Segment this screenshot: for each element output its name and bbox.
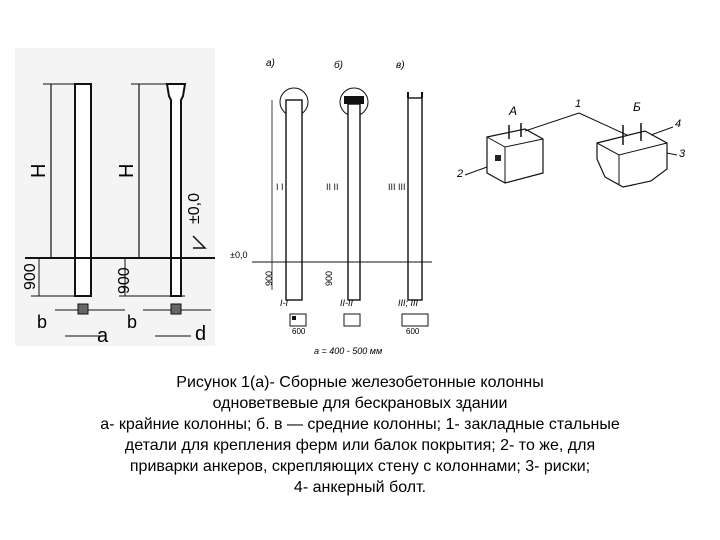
paper-background <box>15 48 215 346</box>
label-3: 3 <box>679 148 686 160</box>
section-label-1: I-I <box>280 298 288 308</box>
embedded-parts-drawing: А Б 1 2 3 4 <box>456 98 686 188</box>
label-a: А <box>508 104 517 118</box>
dim-900-b: 900 <box>324 271 334 286</box>
section-b1-right: b <box>127 312 137 332</box>
section-label-3: III; III <box>398 298 419 308</box>
zero-level-left: ±0,0 <box>186 193 203 224</box>
column-variant-a <box>285 99 303 301</box>
dim-h-right: H <box>116 164 138 178</box>
embedded-block-a <box>486 128 544 184</box>
dimension-formula: a = 400 - 500 мм <box>314 346 382 356</box>
dim-h-left: H <box>28 164 50 178</box>
column-left <box>74 83 92 297</box>
variant-v-label: в) <box>396 60 405 71</box>
section-label-2: II-II <box>340 298 353 308</box>
embedded-block-b <box>596 130 668 188</box>
column-variant-v <box>407 97 423 301</box>
dim-600-a: 600 <box>406 327 420 336</box>
label-2: 2 <box>456 168 463 180</box>
caption-line-3: а- крайние колонны; б. в — средние колон… <box>100 416 620 433</box>
caption-line-4: детали для крепления ферм или балок покр… <box>124 437 596 454</box>
dim-900-right: 900 <box>116 267 133 294</box>
section-d-label: d <box>195 323 206 345</box>
section-b1-left: b <box>37 312 47 332</box>
variant-b-label: б) <box>334 59 343 71</box>
column-variant-b <box>347 103 361 301</box>
dim-900-left: 900 <box>22 263 39 290</box>
middle-column-drawing: а) б) в) I I II II III III ±0,0 900 900 … <box>230 58 432 356</box>
svg-text:I I: I I <box>276 182 284 192</box>
figure-caption: Рисунок 1(а)- Сборные железобетонные кол… <box>0 372 720 498</box>
zero-level-mid: ±0,0 <box>230 250 247 260</box>
caption-line-6: 4- анкерный болт. <box>293 479 427 496</box>
dim-600-b: 600 <box>292 327 306 336</box>
label-b: Б <box>633 100 641 114</box>
svg-text:II II: II II <box>326 182 339 192</box>
left-column-drawing: H H 900 900 ±0,0 b b a d <box>15 48 215 346</box>
variant-a-label: а) <box>266 58 275 69</box>
column-variant-b-head <box>344 96 364 104</box>
dim-900-a: 900 <box>264 271 274 286</box>
caption-line-1: Рисунок 1(а)- Сборные железобетонные кол… <box>176 374 544 391</box>
label-4: 4 <box>675 118 681 130</box>
caption-line-2: одноветвевые для бескрановых здании <box>212 395 508 412</box>
svg-text:III III: III III <box>388 182 406 192</box>
section-a-label: a <box>97 325 109 346</box>
caption-line-5: приварки анкеров, скрепляющих стену с ко… <box>129 458 591 475</box>
label-1: 1 <box>575 98 581 110</box>
